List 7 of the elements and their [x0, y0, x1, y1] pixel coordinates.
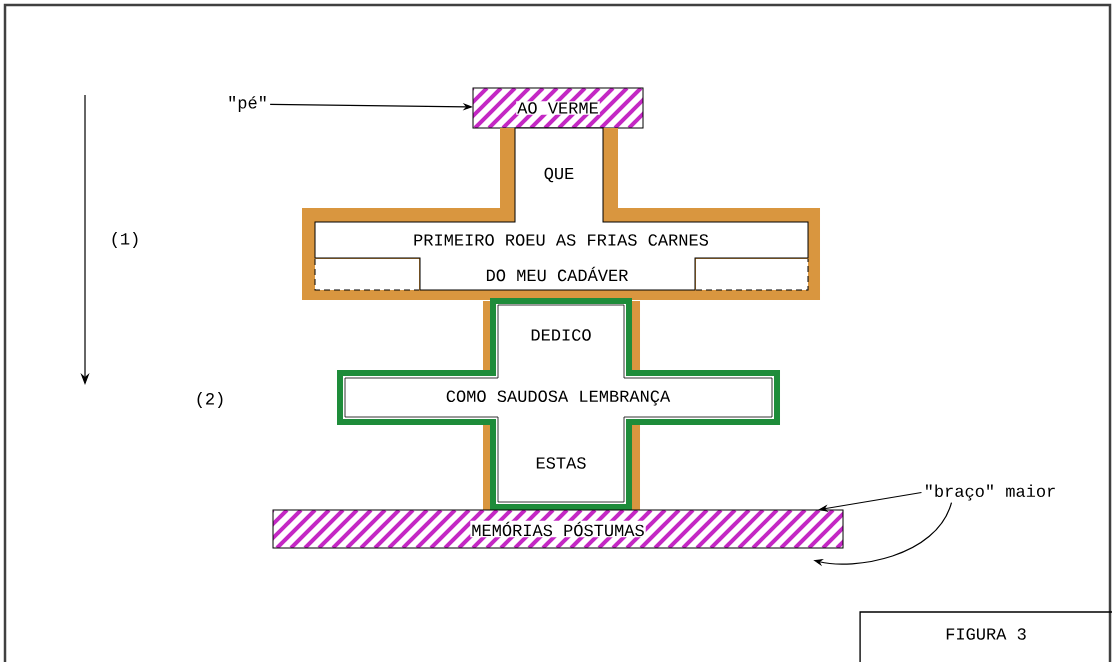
hatched-bar: MEMÓRIAS PÓSTUMAS — [272, 509, 844, 549]
text-label: "braço" maior — [926, 484, 1055, 501]
step-number: (2) — [197, 392, 223, 408]
caption-box: FIGURA 3 — [859, 611, 1113, 662]
text-label: "pé" — [229, 96, 266, 112]
step-number: (1) — [112, 232, 138, 248]
hatched-bar: AO VERME — [472, 87, 644, 129]
